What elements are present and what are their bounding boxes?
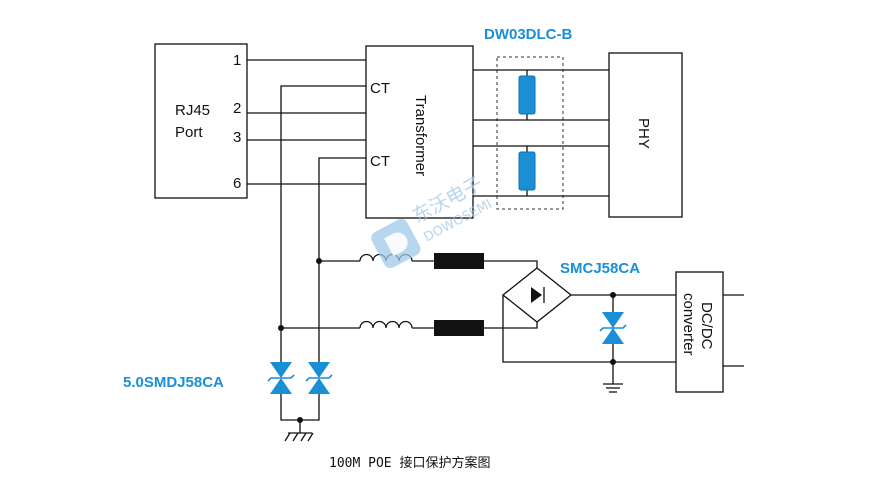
smcj58ca-tvs (599, 312, 627, 344)
dcdc-label: DC/DC (698, 302, 715, 350)
dw03dlc-dashed-outline (496, 56, 564, 210)
pin6-label: 6 (233, 175, 241, 192)
ground-symbol (284, 420, 314, 442)
dw03dlc-label: DW03DLC-B (484, 26, 572, 43)
smdj58ca-tvs-right (305, 362, 333, 394)
junction-dot (316, 258, 322, 264)
figure-caption: 100M POE 接口保护方案图 (329, 455, 490, 471)
pin2-label: 2 (233, 100, 241, 117)
pin3-label: 3 (233, 129, 241, 146)
transformer-label: Transformer (412, 95, 429, 176)
ferrite-bead-top (434, 253, 484, 269)
ct-bottom-wire (318, 157, 366, 362)
phy-block (608, 52, 683, 218)
smdj58ca-label: 5.0SMDJ58CA (123, 374, 224, 391)
smcj58ca-label: SMCJ58CA (560, 260, 640, 277)
port-label: Port (175, 124, 203, 141)
bridge-diode-symbol (531, 287, 542, 303)
dcdc-converter-block (675, 271, 724, 393)
ct-top-wire (280, 85, 366, 362)
ct-top-label: CT (370, 80, 390, 97)
rj45-port-block (154, 43, 248, 199)
inductor-bottom (359, 320, 413, 329)
transformer-block (365, 45, 474, 219)
dw03dlc-tvs-top (518, 75, 536, 115)
dowosemi-logo-icon (371, 218, 421, 269)
ct-bottom-label: CT (370, 153, 390, 170)
ferrite-bead-bottom (434, 320, 484, 336)
rj45-label: RJ45 (175, 102, 210, 119)
phy-label: PHY (635, 118, 652, 149)
dw03dlc-tvs-bottom (518, 151, 536, 191)
junction-dot (278, 325, 284, 331)
pin1-label: 1 (233, 52, 241, 69)
smdj58ca-tvs-left (267, 362, 295, 394)
converter-label: converter (680, 293, 697, 356)
ground-symbol (603, 362, 623, 393)
